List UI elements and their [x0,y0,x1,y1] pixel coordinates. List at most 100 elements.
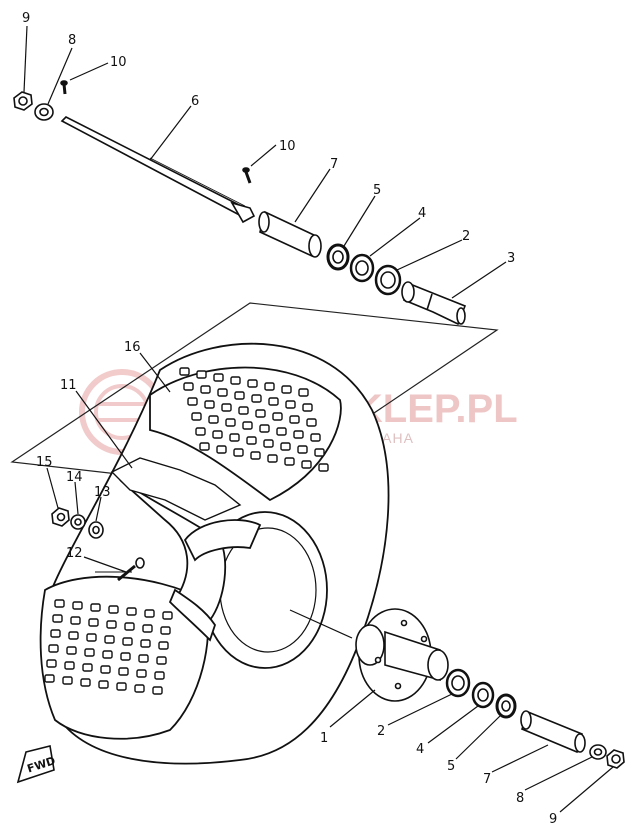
tread-lug [183,382,194,391]
tread-lug [221,403,232,412]
tread-lug [138,654,149,663]
bearing-icon [349,253,375,283]
tread-lug [301,460,312,469]
tread-lug [124,622,135,631]
tread-lug [104,635,115,644]
callout-5-bottom: 5 [447,759,455,774]
callout-14: 14 [66,470,83,485]
callout-10-top: 10 [110,55,127,70]
cotter-pin-icon [242,167,252,184]
washer-icon [88,521,104,539]
tread-lug [268,397,279,406]
tread-lug [267,454,278,463]
tread-lug [200,385,211,394]
small-parts [51,507,145,582]
callout-6: 6 [191,94,199,109]
tread-lug [246,436,257,445]
tread-lug [136,669,147,678]
callout-1: 1 [320,731,328,746]
tread-lug [284,457,295,466]
callouts: 9 8 10 6 10 7 5 4 2 3 16 11 15 14 13 12 … [22,11,557,827]
tread-lug [276,427,287,436]
callout-8-bottom: 8 [516,791,524,806]
tread-lug [318,463,329,472]
tread-lugs-upper [179,367,329,472]
callout-10-mid: 10 [279,139,296,154]
collar-icon [401,281,467,326]
tread-lug [298,388,309,397]
tread-lug [70,616,81,625]
callout-8-top: 8 [68,33,76,48]
tread-lug [263,439,274,448]
nut-icon [606,749,625,769]
washer-icon [70,514,86,530]
tread-lug [50,629,61,638]
tread-lug [72,601,83,610]
tread-lug [116,682,127,691]
tread-lug [102,650,113,659]
tread-lug [82,663,93,672]
tread-lug [46,659,57,668]
callout-2-top: 2 [462,229,470,244]
wheel-hub-icon [355,608,449,702]
nut-icon [51,507,70,527]
callout-2-bottom: 2 [377,724,385,739]
tread-lug [195,427,206,436]
tread-lug [120,652,131,661]
cotter-pin-icon [60,80,68,95]
tread-lug [264,382,275,391]
tread-lug [44,674,55,683]
tread-lug [229,433,240,442]
tread-lug [196,370,207,379]
tread-lug [247,379,258,388]
tread-lug [144,609,155,618]
spacer-collar-icon [258,210,322,258]
tread-lug [66,646,77,655]
oil-seal-icon [326,243,350,271]
tread-lug [80,678,91,687]
tread-lug [162,611,173,620]
axle-shaft-icon [60,116,256,224]
tread-lug [204,400,215,409]
tread-lug [212,430,223,439]
tread-lug [100,665,111,674]
tread-lug [142,624,153,633]
bearing-icon [471,681,495,709]
tread-lug [86,633,97,642]
tread-lug [158,641,169,650]
tread-lug [281,385,292,394]
callout-3: 3 [507,251,515,266]
callout-4-top: 4 [418,206,426,221]
tread-lug [154,671,165,680]
axle-assembly [13,80,467,326]
callout-7-bottom: 7 [483,772,491,787]
tread-lug [293,430,304,439]
tread-lug [126,607,137,616]
tread-lug [179,367,190,376]
fwd-arrow-icon: FWD [16,745,57,784]
tread-lug [118,667,129,676]
washer-icon [589,744,607,760]
tread-lug [234,391,245,400]
callout-12: 12 [66,546,83,561]
callout-16: 16 [124,340,141,355]
tread-lug [238,406,249,415]
tread-lug [108,605,119,614]
hub-assembly [355,608,625,769]
oil-seal-icon [495,693,517,719]
tread-lug [289,415,300,424]
tread-lug [98,680,109,689]
tread-lug [302,403,313,412]
bearing-icon [374,264,402,296]
tread-lug [64,661,75,670]
callout-9-bottom: 9 [549,812,557,827]
tread-lug [208,415,219,424]
tread-lug [187,397,198,406]
tread-lug [280,442,291,451]
tread-lug [213,373,224,382]
callout-7-top: 7 [330,157,338,172]
tread-lug [48,644,59,653]
tread-lug [134,684,145,693]
tread-lug [216,445,227,454]
tread-lug [259,424,270,433]
